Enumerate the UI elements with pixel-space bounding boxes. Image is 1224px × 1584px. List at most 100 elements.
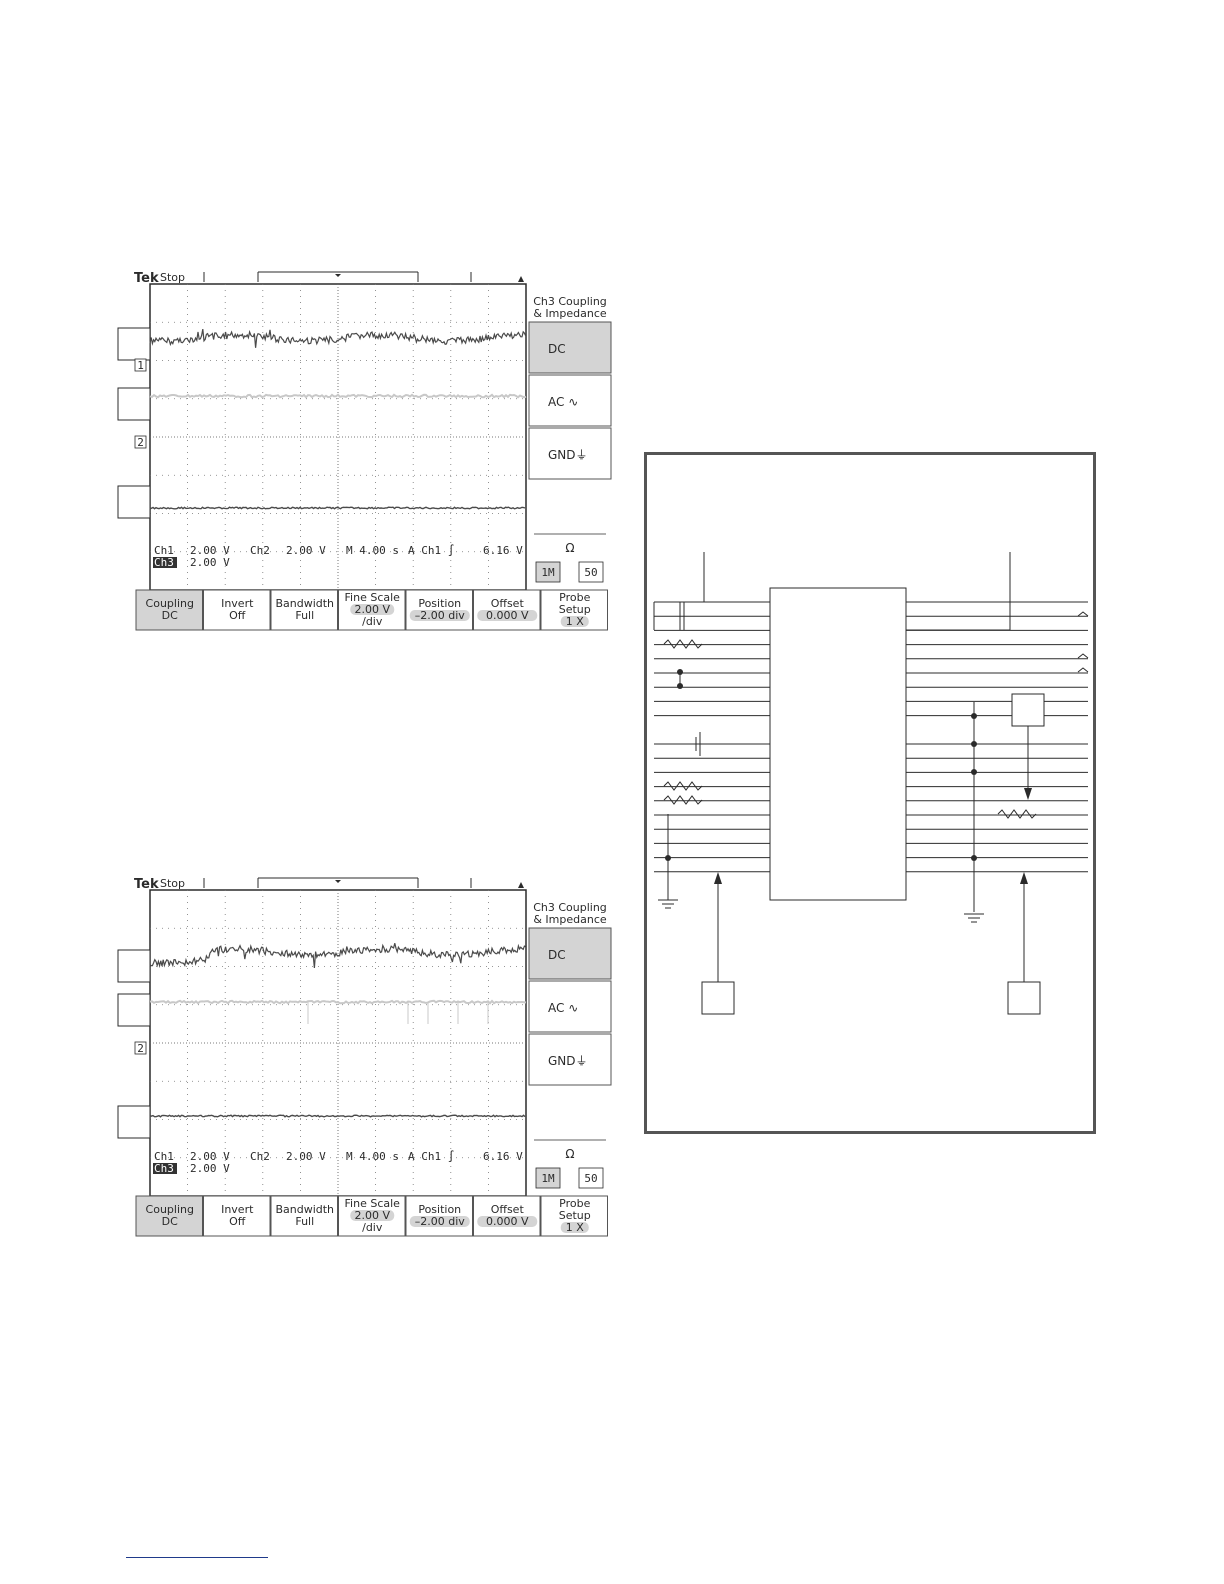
ch2-readout-label: Ch2 bbox=[250, 1150, 270, 1163]
circuit-schematic bbox=[644, 452, 1096, 1134]
line-break-mark bbox=[1077, 667, 1089, 673]
side-menu-title-1: Ch3 Coupling bbox=[533, 295, 607, 308]
value-pill bbox=[350, 604, 395, 615]
side-button-2 bbox=[528, 1033, 612, 1086]
impedance-1m-box bbox=[535, 1167, 561, 1189]
ch2-readout-scale: 2.00 V bbox=[286, 544, 326, 557]
side-button-0 bbox=[528, 927, 612, 980]
callout-box bbox=[117, 327, 151, 361]
side-menu-title-2: & Impedance bbox=[533, 307, 607, 320]
ch3-readout-scale: 2.00 V bbox=[190, 1162, 230, 1175]
side-button-0 bbox=[528, 321, 612, 374]
ch1-trace bbox=[149, 328, 527, 348]
value-pill bbox=[409, 610, 470, 621]
ch3-trace bbox=[149, 1114, 526, 1118]
impedance-50-box bbox=[578, 561, 604, 583]
callout-box bbox=[117, 387, 151, 421]
bottom-button-line2-2: Full bbox=[295, 609, 314, 622]
value-pill bbox=[560, 1222, 589, 1233]
bottom-button-2 bbox=[270, 1195, 338, 1237]
bottom-button-line2-0: DC bbox=[162, 609, 178, 622]
ch3-readout-scale: 2.00 V bbox=[190, 556, 230, 569]
bottom-button-line2-0: DC bbox=[162, 1215, 178, 1228]
timebase-readout: M 4.00 s bbox=[346, 544, 399, 557]
ch3-trace bbox=[149, 506, 526, 510]
ch3-readout-label: Ch3 bbox=[154, 1162, 174, 1175]
bottom-button-line1-1: Invert bbox=[221, 1203, 254, 1216]
ch2-readout-label: Ch2 bbox=[250, 544, 270, 557]
bottom-button-line2-6: Setup bbox=[559, 603, 591, 616]
callout-box bbox=[117, 1105, 151, 1139]
impedance-50-label: 50 bbox=[584, 1172, 597, 1185]
impedance-50-box bbox=[578, 1167, 604, 1189]
trigger-readout: A Ch1 ∫ bbox=[408, 1150, 455, 1163]
ch1-marker-label: 1 bbox=[137, 359, 144, 372]
bottom-button-line1-5: Offset bbox=[491, 597, 525, 610]
line-break-mark bbox=[1077, 611, 1089, 617]
ch1-readout-label: Ch1 bbox=[154, 544, 174, 557]
bottom-button-line1-6: Probe bbox=[559, 591, 590, 604]
trigger-level-arrow bbox=[518, 276, 524, 282]
ch2-trace bbox=[149, 999, 527, 1005]
impedance-1m-label: 1M bbox=[541, 566, 555, 579]
side-menu-title-2: & Impedance bbox=[533, 913, 607, 926]
trigger-level-readout: 6.16 V bbox=[483, 1150, 523, 1163]
bottom-button-0 bbox=[135, 1195, 203, 1237]
ch2-marker bbox=[134, 1041, 147, 1055]
callout-box bbox=[1007, 981, 1041, 1015]
trigger-level-readout: 6.16 V bbox=[483, 544, 523, 557]
side-button-2 bbox=[528, 427, 612, 480]
side-button-label-0: DC bbox=[548, 342, 566, 356]
arrow-head bbox=[1024, 788, 1032, 800]
bottom-button-2 bbox=[270, 589, 338, 631]
bottom-button-line1-6: Probe bbox=[559, 1197, 590, 1210]
bottom-button-0 bbox=[135, 589, 203, 631]
resistor bbox=[997, 809, 1037, 819]
resistor bbox=[663, 639, 703, 649]
ch2-marker-label: 2 bbox=[137, 1042, 144, 1055]
trigger-readout: A Ch1 ∫ bbox=[408, 544, 455, 557]
bottom-button-line3-6: 1 X bbox=[566, 615, 584, 628]
bottom-button-line3-3: /div bbox=[362, 615, 383, 628]
side-menu-title-1: Ch3 Coupling bbox=[533, 901, 607, 914]
side-button-label-2: GND⏚ bbox=[548, 1054, 588, 1068]
acquisition-status: Stop bbox=[160, 877, 185, 890]
bottom-button-line1-4: Position bbox=[418, 597, 461, 610]
top-right-lead bbox=[906, 552, 1011, 631]
ch2-readout-scale: 2.00 V bbox=[286, 1150, 326, 1163]
bottom-button-line1-3: Fine Scale bbox=[345, 1197, 401, 1210]
callout-box bbox=[117, 485, 151, 519]
bottom-button-line1-0: Coupling bbox=[146, 1203, 194, 1216]
bottom-button-line2-5: 0.000 V bbox=[486, 1215, 529, 1228]
side-button-label-1: AC ∿ bbox=[548, 1001, 578, 1015]
side-button-label-0: DC bbox=[548, 948, 566, 962]
value-pill bbox=[477, 1216, 538, 1227]
ohm-symbol: Ω bbox=[565, 1147, 574, 1161]
side-button-label-1: AC ∿ bbox=[548, 395, 578, 409]
ch1-readout-scale: 2.00 V bbox=[190, 544, 230, 557]
ch3-readout-label: Ch3 bbox=[154, 556, 174, 569]
value-pill bbox=[560, 616, 589, 627]
impedance-1m-label: 1M bbox=[541, 1172, 555, 1185]
value-pill bbox=[409, 1216, 470, 1227]
acquisition-status: Stop bbox=[160, 271, 185, 284]
callout-box bbox=[117, 949, 151, 983]
value-pill bbox=[477, 610, 538, 621]
side-button-1 bbox=[528, 374, 612, 427]
callout-box bbox=[117, 993, 151, 1027]
bottom-button-line1-1: Invert bbox=[221, 597, 254, 610]
bottom-button-1 bbox=[203, 1195, 271, 1237]
footer-rule bbox=[126, 1557, 268, 1558]
ohm-symbol: Ω bbox=[565, 541, 574, 555]
callout-box bbox=[1011, 693, 1045, 727]
bottom-button-line1-2: Bandwidth bbox=[275, 1203, 334, 1216]
bottom-button-line2-3: 2.00 V bbox=[354, 603, 390, 616]
ic-body bbox=[769, 587, 907, 901]
ch2-marker bbox=[134, 435, 147, 449]
bottom-button-line1-4: Position bbox=[418, 1203, 461, 1216]
ch1-readout-scale: 2.00 V bbox=[190, 1150, 230, 1163]
bottom-button-line2-5: 0.000 V bbox=[486, 609, 529, 622]
